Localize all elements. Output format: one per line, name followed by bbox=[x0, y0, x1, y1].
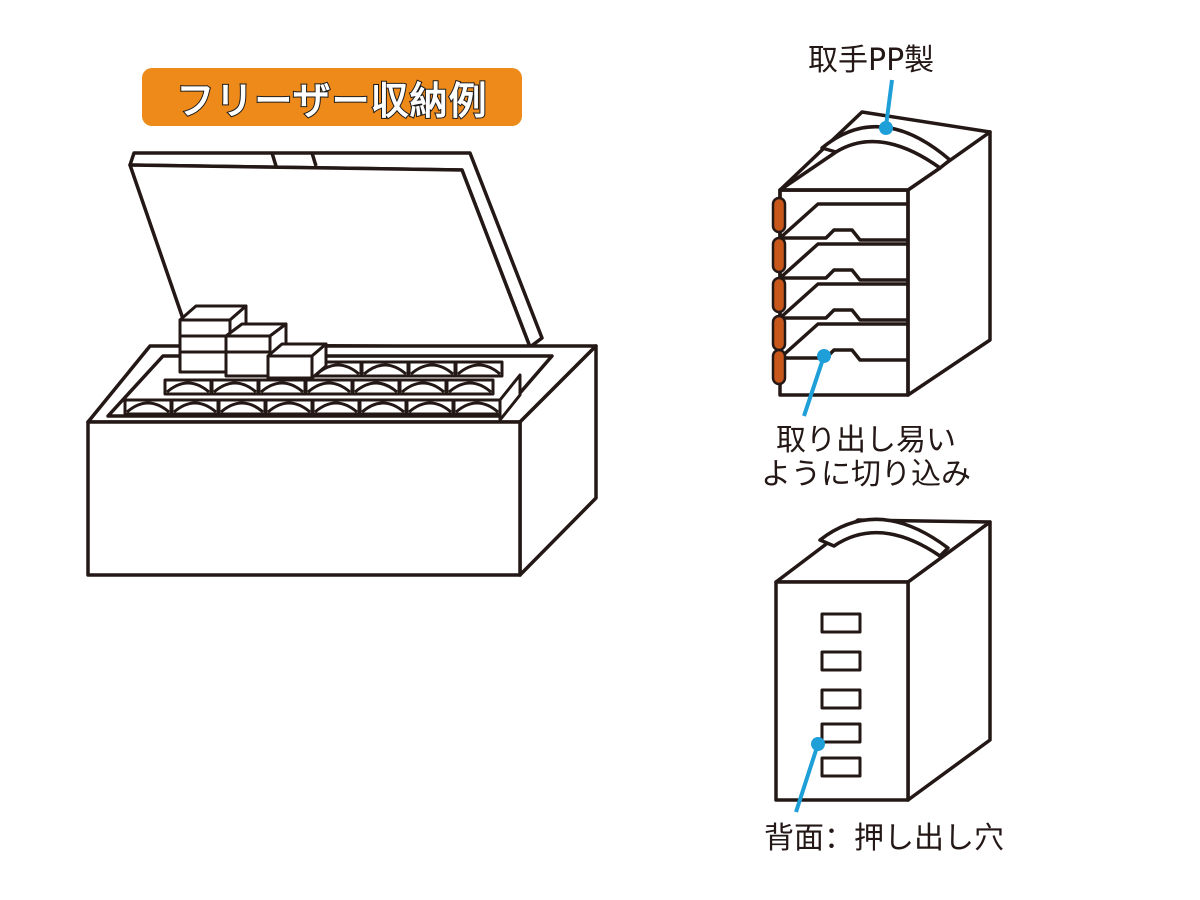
push-holes bbox=[820, 612, 862, 778]
badge-title: フリーザー収納例 bbox=[175, 78, 488, 124]
notch-label-line2: ように切り込み bbox=[761, 457, 971, 492]
tray-grid bbox=[123, 360, 522, 422]
shelf-slats bbox=[778, 202, 908, 362]
freezer-illustration bbox=[86, 151, 598, 577]
freezer-storage-example-badge: フリーザー収納例 bbox=[142, 68, 522, 126]
stacked-cases bbox=[178, 304, 328, 380]
shelf-unit-front-view bbox=[771, 110, 992, 397]
leader-lines bbox=[794, 79, 894, 813]
orange-rails bbox=[771, 196, 787, 386]
handle-material-label: 取手PP製 bbox=[808, 43, 935, 78]
shelf-unit-back-view bbox=[774, 517, 992, 802]
notch-label: 取り出し易い ように切り込み bbox=[736, 424, 996, 492]
back-push-hole-label: 背面：押し出し穴 bbox=[764, 821, 1004, 856]
notch-label-line1: 取り出し易い bbox=[776, 423, 956, 458]
